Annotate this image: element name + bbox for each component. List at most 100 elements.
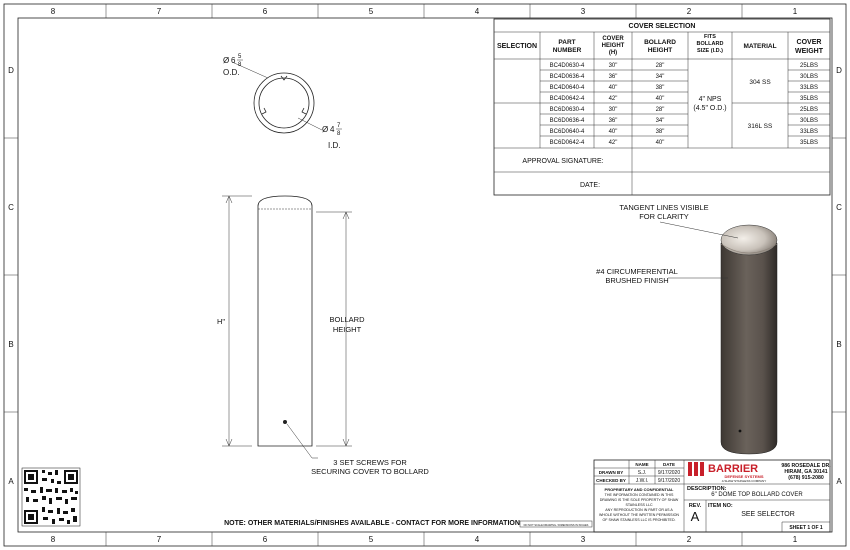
col-label-8-top: 8 — [51, 7, 56, 16]
row-label-c-left: C — [8, 203, 14, 212]
row-label-a-left: A — [8, 477, 14, 486]
col-label-5-top: 5 — [369, 7, 374, 16]
bollard-height-cell: 40" — [656, 140, 665, 146]
approval-signature-label: APPROVAL SIGNATURE: — [522, 158, 603, 165]
row-label-c-right: C — [836, 203, 842, 212]
row-label-b-right: B — [836, 340, 841, 349]
description-label: DESCRIPTION: — [687, 486, 727, 492]
logo-tag: A SHAW STAINLESS COMPANY — [722, 479, 766, 483]
header-cover-height-2: HEIGHT — [602, 43, 625, 49]
part-number-cell: BC6D0640-4 — [550, 129, 585, 135]
finish-note-2: BRUSHED FINISH — [605, 276, 668, 285]
checked-by-name: J.W.I. — [636, 478, 649, 484]
tangent-note-1: TANGENT LINES VISIBLE — [619, 203, 708, 212]
col-label-3-top: 3 — [581, 7, 586, 16]
set-screw-mark-right — [301, 107, 307, 115]
header-fits-2: BOLLARD — [697, 41, 724, 47]
cover-side-outline — [257, 195, 313, 447]
col-label-7-bottom: 7 — [157, 535, 162, 544]
weight-cell: 35LBS — [800, 96, 818, 102]
od-label: O.D. — [223, 68, 239, 77]
part-number-cell: BC4D0636-4 — [550, 74, 585, 80]
cover-selection-table — [493, 18, 831, 196]
address-line-1: 986 ROSEDALE DR. — [781, 463, 831, 469]
fits-size-line1: 4" NPS — [699, 96, 722, 103]
col-label-2-top: 2 — [687, 7, 692, 16]
drawn-by-date: 9/17/2020 — [658, 470, 680, 476]
item-no-value: SEE SELECTOR — [741, 511, 795, 518]
cover-selection-title: COVER SELECTION — [629, 23, 696, 30]
iso-view — [659, 221, 778, 455]
logo-name: BARRIER — [708, 463, 758, 475]
outer-diameter-circle — [253, 72, 315, 134]
bollard-height-cell: 34" — [656, 74, 665, 80]
weight-cell: 25LBS — [800, 63, 818, 69]
header-bollard-height-1: BOLLARD — [644, 39, 676, 46]
weight-cell: 33LBS — [800, 85, 818, 91]
inner-diameter-circle — [258, 77, 310, 129]
set-screw-mark-left — [261, 107, 267, 115]
qr-code — [21, 467, 81, 527]
small-note: DO NOT SCALE DRAWING / DIMENSIONS IN INC… — [524, 523, 589, 527]
col-label-6-bottom: 6 — [263, 535, 268, 544]
company-logo: BARRIER DEFENSE SYSTEMS A SHAW STAINLESS… — [688, 462, 766, 483]
proprietary-line-2: THE INFORMATION CONTAINED IN THIS — [605, 493, 674, 497]
logo-sub: DEFENSE SYSTEMS — [724, 474, 763, 479]
header-material: MATERIAL — [743, 43, 776, 50]
screws-note-2: SECURING COVER TO BOLLARD — [311, 467, 429, 476]
cover-height-cell: 30" — [609, 63, 618, 69]
bollard-height-cell: 38" — [656, 129, 665, 135]
row-label-d-left: D — [8, 66, 14, 75]
id-fraction-num: 7 — [337, 123, 341, 129]
col-label-3-bottom: 3 — [581, 535, 586, 544]
iso-cylinder-body — [720, 242, 778, 455]
header-selection: SELECTION — [497, 43, 537, 50]
drawn-by-name: S.J. — [638, 470, 647, 476]
side-view — [222, 195, 352, 459]
part-number-cell: BC6D0630-4 — [550, 107, 585, 113]
material-304: 304 SS — [749, 79, 771, 86]
id-whole-value: 4 — [330, 125, 335, 134]
iso-dome-top — [720, 224, 778, 256]
h-label: H" — [217, 317, 225, 326]
proprietary-line-3: DRAWING IS THE SOLE PROPERTY OF SHAW — [600, 498, 679, 502]
bollard-height-cell: 28" — [656, 107, 665, 113]
weight-cell: 35LBS — [800, 140, 818, 146]
header-cover-weight-1: COVER — [797, 39, 822, 46]
col-label-4-bottom: 4 — [475, 535, 480, 544]
date-label: DATE: — [580, 182, 600, 189]
checked-by-date: 9/17/2020 — [658, 478, 680, 484]
id-fraction-den: 8 — [337, 131, 341, 137]
date-header: DATE — [663, 462, 675, 467]
tangent-leader — [659, 221, 739, 239]
address-line-2: HIRAM, GA 30141 — [784, 469, 827, 475]
col-label-5-bottom: 5 — [369, 535, 374, 544]
bollard-height-label-2: HEIGHT — [333, 325, 362, 334]
cover-rows: BC4D0630-4 30" 28" 25LBS BC4D0636-4 36" … — [550, 63, 818, 146]
header-fits-3: SIZE (I.D.) — [697, 48, 723, 54]
cover-height-cell: 40" — [609, 129, 618, 135]
rev-value: A — [691, 509, 700, 524]
part-number-cell: BC6D0636-4 — [550, 118, 585, 124]
row-label-a-right: A — [836, 477, 842, 486]
checked-by-label: CHECKED BY — [596, 478, 626, 483]
description-value: 6" DOME TOP BOLLARD COVER — [711, 492, 803, 498]
tangent-line-iso — [720, 243, 778, 254]
item-no-label: ITEM NO: — [708, 503, 733, 509]
proprietary-line-7: OF SHAW STAINLESS LLC IS PROHIBITED. — [602, 518, 675, 522]
bollard-height-cell: 40" — [656, 96, 665, 102]
od-fraction-den: 8 — [238, 62, 242, 68]
row-label-b-left: B — [8, 340, 13, 349]
row-label-d-right: D — [836, 66, 842, 75]
address-line-3: (678) 915-2080 — [788, 475, 824, 481]
cover-height-cell: 36" — [609, 118, 618, 124]
rev-label: REV. — [689, 503, 702, 509]
bollard-height-cell: 34" — [656, 118, 665, 124]
weight-cell: 30LBS — [800, 118, 818, 124]
proprietary-line-4: STAINLESS LLC — [625, 503, 653, 507]
finish-note-1: #4 CIRCUMFERENTIAL — [596, 267, 678, 276]
part-number-cell: BC6D0642-4 — [550, 140, 585, 146]
bollard-height-cell: 28" — [656, 63, 665, 69]
